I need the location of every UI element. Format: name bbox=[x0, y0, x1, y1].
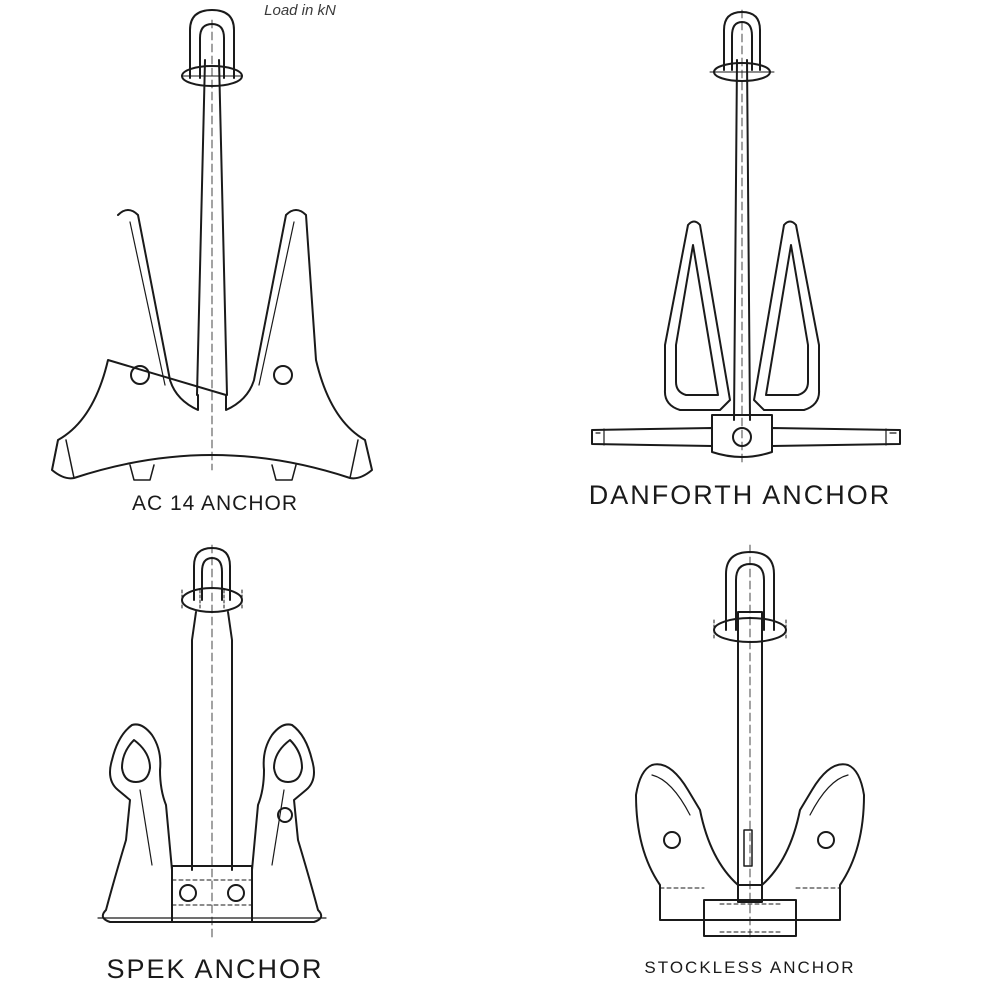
load-note: Load in kN bbox=[264, 2, 336, 19]
stockless-anchor-drawing bbox=[636, 545, 864, 940]
spek-anchor-label: SPEK ANCHOR bbox=[106, 954, 324, 984]
ac14-left-hole bbox=[131, 366, 149, 384]
spek-right-arm bbox=[252, 724, 321, 922]
stockless-anchor-label: STOCKLESS ANCHOR bbox=[644, 958, 856, 977]
danforth-right-fluke bbox=[754, 222, 819, 411]
ac14-shank bbox=[197, 60, 227, 395]
ac14-anchor-label: AC 14 ANCHOR bbox=[131, 492, 299, 515]
danforth-stock bbox=[592, 428, 900, 446]
danforth-shank bbox=[734, 60, 750, 420]
stockless-left-hole bbox=[664, 832, 680, 848]
spek-shank bbox=[192, 612, 232, 870]
spek-crown bbox=[172, 866, 252, 922]
ac14-anchor-drawing bbox=[52, 10, 372, 480]
stockless-right-hole bbox=[818, 832, 834, 848]
danforth-anchor-label: DANFORTH ANCHOR bbox=[588, 480, 892, 510]
ac14-flukes bbox=[52, 210, 372, 478]
stockless-crown bbox=[704, 900, 796, 936]
spek-anchor-drawing bbox=[98, 545, 326, 940]
danforth-left-fluke bbox=[665, 222, 730, 411]
stockless-flukes bbox=[636, 764, 864, 920]
spek-right-palm-hole bbox=[274, 740, 302, 782]
spek-left-palm-hole bbox=[122, 740, 150, 782]
ac14-right-hole bbox=[274, 366, 292, 384]
danforth-crown bbox=[712, 415, 772, 457]
spek-left-arm bbox=[103, 724, 172, 922]
danforth-anchor-drawing bbox=[592, 10, 900, 465]
